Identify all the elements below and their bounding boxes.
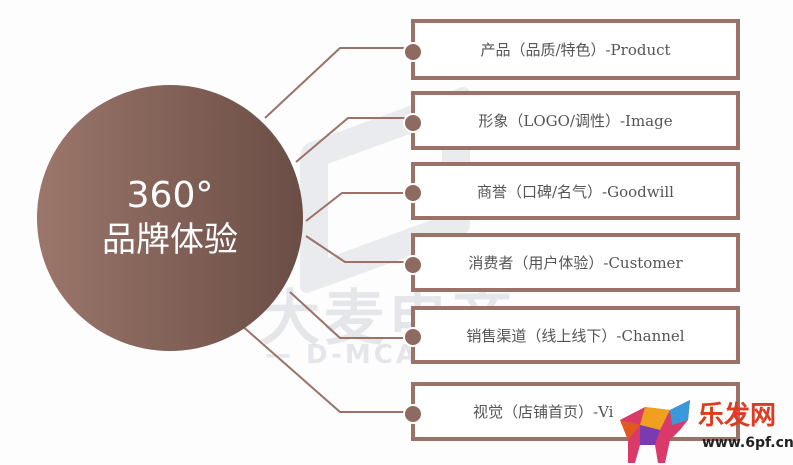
hub-title: 360° [126, 175, 214, 216]
bullet-dot [403, 403, 423, 424]
item-label: 销售渠道（线上线下）-Channel [466, 326, 685, 345]
site-watermark-logo: 乐发网 www.6pf.cn [610, 395, 793, 465]
connector-3 [305, 192, 421, 222]
bullet-dot [403, 254, 423, 275]
item-image: 形象（LOGO/调性）-Image [403, 91, 740, 150]
bullet-dot [403, 327, 423, 347]
connector-2 [295, 117, 421, 163]
connector-6 [239, 323, 421, 413]
bullet-dot [403, 183, 423, 203]
logo-url: www.6pf.cn [702, 435, 793, 451]
item-label: 消费者（用户体验）-Customer [468, 254, 683, 272]
hub-subtitle: 品牌体验 [102, 220, 238, 260]
item-label: 形象（LOGO/调性）-Image [478, 112, 673, 130]
item-goodwill: 商誉（口碑/名气）-Goodwill [403, 162, 740, 220]
item-product: 产品（品质/特色）-Product [403, 19, 740, 80]
brand-experience-hub: 360° 品牌体验 [37, 85, 303, 351]
item-channel: 销售渠道（线上线下）-Channel [403, 306, 740, 364]
connector-4 [305, 235, 421, 263]
item-label: 产品（品质/特色）-Product [480, 41, 671, 59]
bullet-dot [403, 112, 423, 133]
item-label: 视觉（店铺首页）-Vi [473, 403, 614, 421]
item-label: 商誉（口碑/名气）-Goodwill [476, 182, 674, 201]
connector-5 [289, 291, 421, 339]
logo-name: 乐发网 [698, 401, 777, 431]
connector-1 [264, 47, 421, 119]
bullet-dot [403, 41, 423, 62]
bull-icon [620, 400, 690, 463]
item-customer: 消费者（用户体验）-Customer [403, 233, 740, 292]
